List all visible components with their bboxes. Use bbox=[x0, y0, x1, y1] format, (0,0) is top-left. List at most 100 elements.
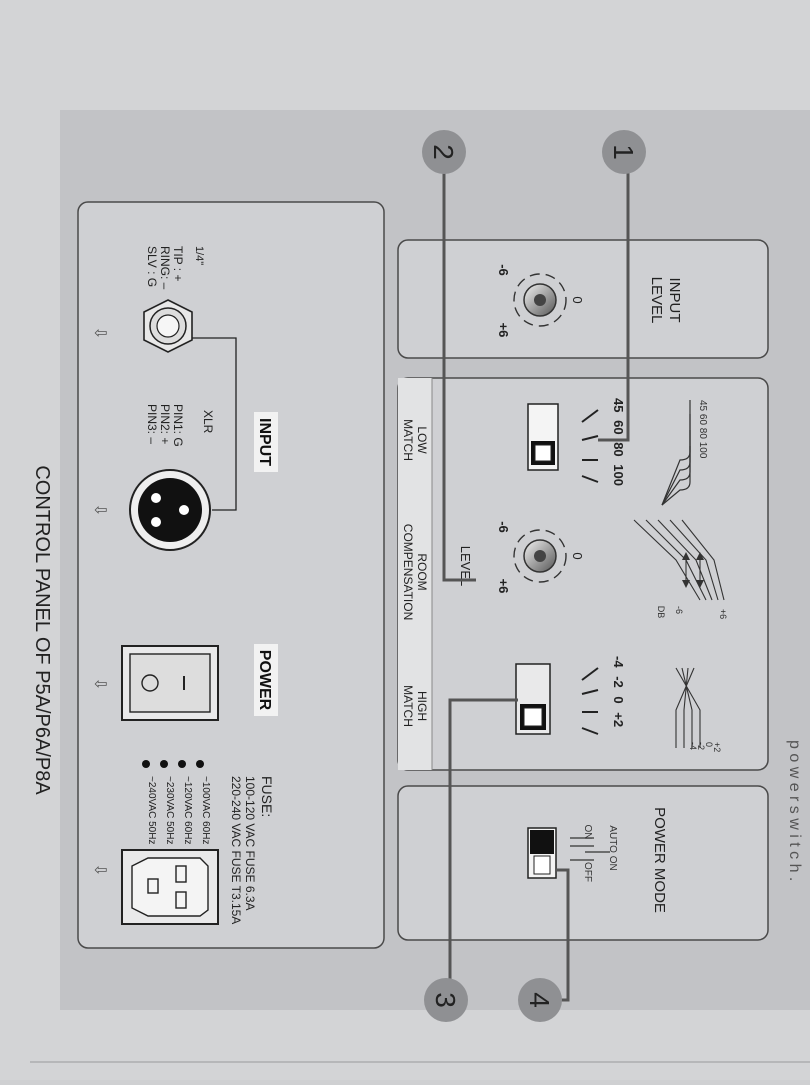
callout-2-label: 2 bbox=[428, 144, 459, 160]
input-level-title-line2: LEVEL bbox=[648, 277, 665, 324]
callout-1: 1 bbox=[602, 130, 646, 174]
io-panel bbox=[77, 201, 385, 949]
top-fragment-text: p o w e r s w i t c h . bbox=[786, 740, 803, 881]
input-level-title-line1: INPUT bbox=[666, 278, 683, 323]
jack-arrow-icon: ⇩ bbox=[91, 326, 108, 339]
high-match-option-minus4: -4 bbox=[611, 656, 626, 668]
power-mode-title: POWER MODE bbox=[651, 807, 668, 913]
xlr-pin3: PIN3: – bbox=[145, 404, 159, 444]
room-comp-knob[interactable] bbox=[513, 529, 567, 583]
power-mode-title-text: POWER MODE bbox=[651, 807, 668, 913]
power-switch[interactable] bbox=[121, 645, 219, 721]
response-label-strip bbox=[398, 378, 432, 770]
fuse-title: FUSE: bbox=[259, 776, 275, 817]
socket-arrow-icon: ⇩ bbox=[91, 863, 108, 876]
high-match-switch[interactable] bbox=[515, 663, 551, 735]
high-match-graph-0: 0 bbox=[704, 742, 714, 747]
callout-4: 4 bbox=[518, 978, 562, 1022]
low-match-curves bbox=[661, 400, 691, 506]
xlr-pins: PIN1: G PIN2: + PIN3: – bbox=[145, 404, 185, 447]
room-comp-arrows bbox=[682, 552, 704, 588]
caption: CONTROL PANEL OF P5A/P6A/P8A bbox=[31, 465, 53, 795]
low-match-option-100: 100 bbox=[611, 464, 626, 486]
high-match-option-plus2: +2 bbox=[611, 712, 626, 727]
iec-power-socket[interactable] bbox=[121, 849, 219, 925]
input-level-dial-min: -6 bbox=[496, 264, 511, 276]
xlr-pin1: PIN1: G bbox=[171, 404, 185, 447]
high-match-option-0: 0 bbox=[611, 696, 626, 703]
power-mode-off: OFF bbox=[582, 862, 593, 882]
low-match-switch[interactable] bbox=[527, 403, 559, 471]
input-level-panel bbox=[397, 239, 769, 359]
high-match-graph-plus2: +2 bbox=[712, 742, 722, 752]
fuse-line-1: 100-120 VAC FUSE 6.3A bbox=[243, 776, 257, 911]
voltage-bullets bbox=[142, 760, 204, 768]
room-comp-db-minus: -6 bbox=[674, 606, 684, 614]
low-match-option-ticks bbox=[581, 409, 599, 483]
room-comp-dial-max: +6 bbox=[496, 579, 511, 594]
low-match-option-45: 45 bbox=[611, 398, 626, 412]
jack-pin-sleeve: SLV : G bbox=[145, 246, 159, 287]
callout-2: 2 bbox=[422, 130, 466, 174]
xlr-connector[interactable] bbox=[129, 469, 211, 551]
input-level-dial-mid: 0 bbox=[570, 296, 585, 303]
room-comp-label-line2: COMPENSATION bbox=[401, 524, 415, 620]
room-comp-level-label: LEVEL bbox=[458, 546, 473, 586]
input-title-text: INPUT bbox=[256, 418, 273, 466]
jack-pin-tip: TIP : + bbox=[171, 246, 185, 281]
low-match-option-80: 80 bbox=[611, 442, 626, 456]
room-comp-dial-min: -6 bbox=[496, 521, 511, 533]
low-match-option-60: 60 bbox=[611, 420, 626, 434]
xlr-arrow-icon: ⇩ bbox=[91, 503, 108, 516]
voltage-240: ~240VAC 50Hz bbox=[146, 776, 157, 844]
fuse-line-2: 220-240 VAC FUSE T3.15A bbox=[229, 776, 243, 924]
room-comp-db-unit: DB bbox=[656, 606, 666, 619]
power-mode-on: ON bbox=[582, 825, 593, 840]
quarter-inch-jack[interactable] bbox=[143, 299, 193, 353]
input-level-title: INPUT LEVEL bbox=[648, 277, 683, 324]
high-match-graph-labels: +2 0 -2 -4 bbox=[688, 742, 722, 752]
low-match-options: 45 60 80 100 bbox=[611, 398, 626, 486]
callout-4-label: 4 bbox=[524, 992, 555, 1008]
high-match-label-line1: HIGH bbox=[415, 691, 429, 721]
voltage-120: ~120VAC 60Hz bbox=[182, 776, 193, 844]
low-match-label: LOW MATCH bbox=[401, 419, 429, 461]
low-match-label-line2: MATCH bbox=[401, 419, 415, 461]
caption-text: CONTROL PANEL OF P5A/P6A/P8A bbox=[31, 465, 53, 795]
jack-to-xlr-line bbox=[192, 337, 237, 511]
voltage-100: ~100VAC 60Hz bbox=[200, 776, 211, 844]
jack-pin-ring: RING: – bbox=[158, 246, 172, 290]
input-section-title: INPUT bbox=[254, 412, 278, 472]
callout-3: 3 bbox=[424, 978, 468, 1022]
high-match-curves bbox=[675, 667, 701, 748]
room-comp-db-plus: +6 bbox=[718, 609, 728, 619]
high-match-options: -4 -2 0 +2 bbox=[611, 656, 626, 727]
power-mode-switch[interactable] bbox=[527, 827, 557, 879]
power-mode-panel bbox=[397, 785, 769, 941]
low-match-graph-labels: 45 60 80 100 bbox=[697, 400, 708, 459]
input-level-knob[interactable] bbox=[513, 273, 567, 327]
jack-pins: TIP : + RING: – SLV : G bbox=[145, 246, 185, 290]
room-comp-label: ROOM COMPENSATION bbox=[401, 524, 429, 620]
power-mode-auto-on: AUTO ON bbox=[607, 825, 618, 870]
callout-3-label: 3 bbox=[430, 992, 461, 1008]
high-match-graph-minus2: -2 bbox=[696, 742, 706, 750]
room-comp-label-line1: ROOM bbox=[415, 553, 429, 590]
power-mode-ticks bbox=[570, 837, 610, 861]
fuse-info: FUSE: 100-120 VAC FUSE 6.3A 220-240 VAC … bbox=[229, 776, 275, 924]
power-title-text: POWER bbox=[256, 650, 273, 711]
high-match-label: HIGH MATCH bbox=[401, 685, 429, 727]
top-fragment: p o w e r s w i t c h . bbox=[786, 740, 803, 881]
room-comp-dial-mid: 0 bbox=[570, 552, 585, 559]
jack-size: 1/4" bbox=[193, 246, 205, 265]
high-match-option-ticks bbox=[581, 667, 599, 735]
callout-1-label: 1 bbox=[608, 144, 639, 160]
power-section-title: POWER bbox=[254, 644, 278, 716]
voltage-230: ~230VAC 50Hz bbox=[164, 776, 175, 844]
power-switch-arrow-icon: ⇩ bbox=[91, 677, 108, 690]
high-match-option-minus2: -2 bbox=[611, 676, 626, 688]
xlr-pin2: PIN2: + bbox=[158, 404, 172, 444]
high-match-graph-minus4: -4 bbox=[688, 742, 698, 750]
